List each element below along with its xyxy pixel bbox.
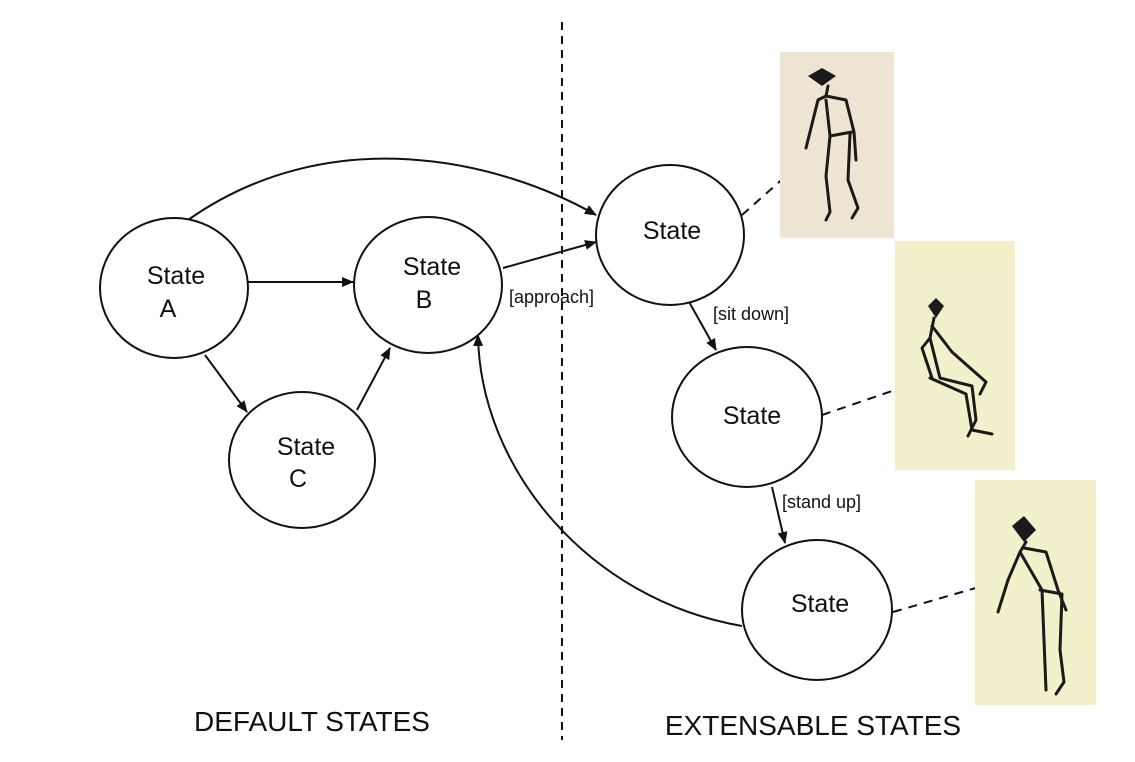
- state-a-letter: A: [160, 295, 177, 323]
- state-b-node: State B: [353, 216, 503, 354]
- edge-sit-down: [687, 299, 717, 351]
- sitting-figure-panel: [895, 241, 1015, 470]
- walking-figure: [804, 68, 860, 222]
- section-label-default: DEFAULT STATES: [194, 706, 430, 737]
- edge-stand-to-b: [473, 334, 743, 627]
- edge-label-stand-up: [stand up]: [782, 492, 861, 512]
- walking-panel-background: [780, 52, 894, 238]
- edge-stand-up: [771, 486, 788, 544]
- edge-c-to-b: [356, 347, 391, 411]
- edge-b-to-approach: [502, 240, 597, 269]
- state-c-label: State: [277, 433, 335, 461]
- edge-a-to-approach: [187, 157, 597, 221]
- state-b-label: State: [403, 253, 461, 281]
- edge-a-to-c: [204, 354, 248, 413]
- edge-label-sit-down: [sit down]: [713, 304, 789, 324]
- state-sit-label: State: [723, 402, 781, 430]
- connector-sit: [821, 377, 931, 416]
- standing-figure-panel: [975, 480, 1096, 705]
- state-b-letter: B: [416, 286, 433, 314]
- state-approach-node: State: [595, 164, 745, 306]
- state-c-node: State C: [228, 391, 376, 529]
- edge-label-approach: [approach]: [509, 287, 594, 307]
- standing-panel-background: [975, 480, 1096, 705]
- state-approach-label: State: [643, 217, 701, 245]
- state-stand-label: State: [791, 590, 849, 618]
- state-stand-node: State: [741, 539, 893, 681]
- sitting-figure: [920, 298, 994, 438]
- state-c-letter: C: [289, 465, 307, 493]
- standing-figure: [996, 516, 1068, 696]
- connector-approach: [741, 167, 796, 216]
- state-sit-node: State: [671, 346, 823, 488]
- walking-figure-panel: [780, 52, 894, 238]
- state-a-label: State: [147, 262, 205, 290]
- state-a-node: State A: [99, 217, 249, 359]
- section-label-extensable: EXTENSABLE STATES: [665, 710, 961, 741]
